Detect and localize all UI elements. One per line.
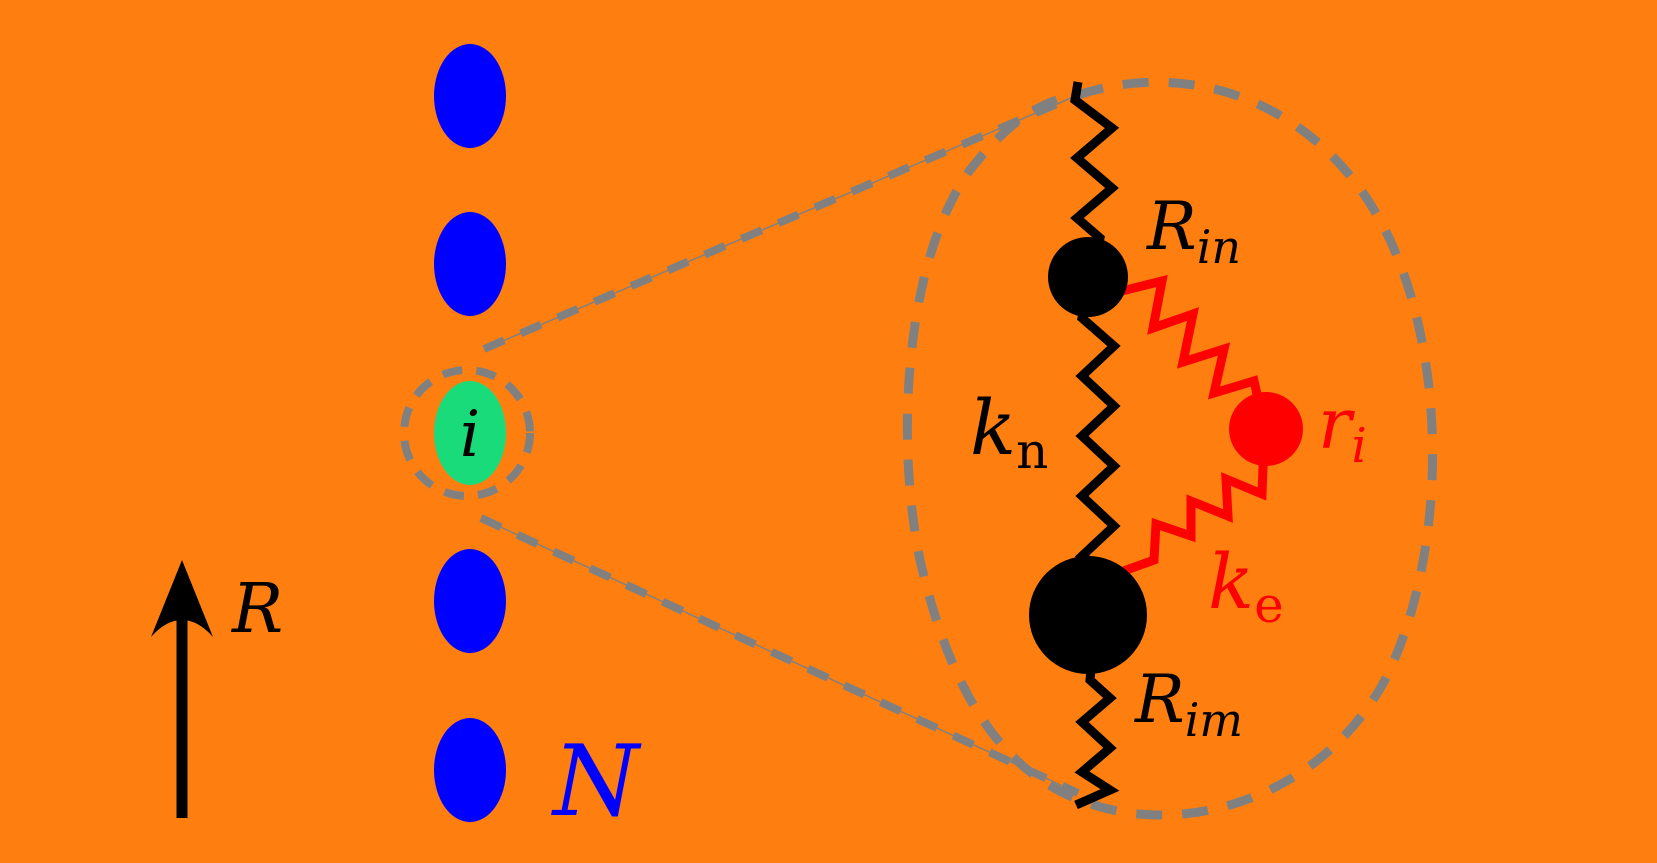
electron-spring-lower	[1116, 440, 1269, 578]
nuclear-bead-n	[1048, 237, 1128, 317]
highlighted-bead	[434, 381, 506, 485]
bead-highlight-ring	[400, 366, 534, 500]
electron-spring-upper	[1116, 274, 1267, 418]
chain-bead	[434, 44, 506, 148]
electron-label: ri	[1318, 383, 1367, 474]
chain-bead	[434, 549, 506, 653]
bead-index-label: i	[460, 398, 480, 472]
nuclear-spring-label: kn	[970, 383, 1048, 480]
bead-chain	[434, 44, 506, 822]
nuclear-spring	[1070, 81, 1121, 810]
nuclear-bead-m-label: Rim	[1134, 661, 1243, 747]
chain-count-label: N	[551, 725, 642, 839]
r-axis-arrow-icon	[151, 560, 213, 818]
chain-bead	[434, 212, 506, 316]
zoom-connector	[479, 91, 1080, 797]
nuclear-bead-m	[1029, 556, 1147, 674]
r-axis-label: R	[230, 570, 283, 649]
chain-bead	[434, 718, 506, 822]
nuclear-bead-n-label: Rin	[1146, 188, 1241, 274]
electron-bead	[1229, 392, 1303, 466]
electron-spring-label: ke	[1208, 537, 1284, 634]
magnified-view-outline	[902, 77, 1437, 820]
